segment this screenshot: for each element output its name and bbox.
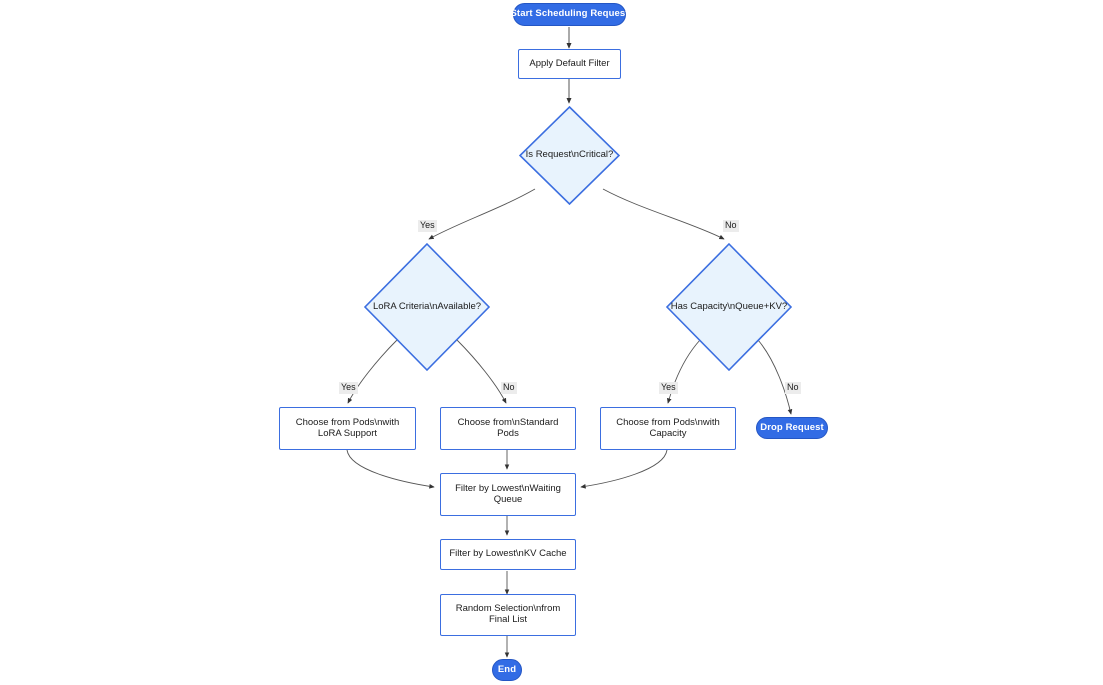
edge-pods-cap-to-filter-queue [580, 449, 668, 489]
node-choose-pods-with-capacity[interactable]: Choose from Pods\nwith Capacity [600, 407, 736, 450]
node-choose-standard-pods-line1: Choose from\nStandard [457, 416, 559, 428]
edge-label-critical-no: No [723, 220, 739, 232]
edge-label-critical-yes-text: Yes [420, 220, 435, 230]
node-drop-request-label: Drop Request [760, 421, 824, 433]
edge-label-capacity-yes: Yes [659, 382, 678, 394]
edge-label-lora-yes-text: Yes [341, 382, 356, 392]
node-filter-by-lowest-waiting-queue-line1: Filter by Lowest\nWaiting [455, 482, 561, 494]
edge-capacity-no-to-drop [757, 339, 793, 415]
node-choose-standard-pods-line2: Pods [497, 427, 519, 439]
edge-pods-lora-to-filter-queue [346, 449, 435, 489]
node-random-selection-line2: Final List [488, 614, 527, 625]
node-choose-standard-pods[interactable]: Choose from\nStandard Pods [440, 407, 576, 450]
node-choose-pods-with-lora-support[interactable]: Choose from Pods\nwith LoRA Support [279, 407, 416, 450]
edge-label-capacity-yes-text: Yes [661, 382, 676, 392]
node-filter-by-lowest-kv-cache-label: Filter by Lowest\nKV Cache [449, 548, 567, 560]
node-apply-default-filter-label: Apply Default Filter [529, 57, 610, 69]
node-choose-pods-with-lora-support-line1: Choose from Pods\nwith [295, 416, 400, 428]
node-random-selection-from-final-list[interactable]: Random Selection\nfrom Final List [440, 594, 576, 636]
node-end-label: End [497, 663, 517, 675]
node-random-selection-line1: Random Selection\nfrom [455, 603, 561, 615]
edge-lora-no-to-pods-std [456, 339, 507, 404]
node-end[interactable]: End [492, 659, 522, 681]
node-filter-by-lowest-waiting-queue-line2: Queue [493, 493, 523, 505]
edge-label-lora-no-text: No [503, 382, 515, 392]
edge-is-critical-yes-to-lora [428, 188, 536, 240]
node-filter-by-lowest-waiting-queue[interactable]: Filter by Lowest\nWaiting Queue [440, 473, 576, 516]
edge-label-capacity-no-text: No [787, 382, 799, 392]
node-choose-pods-with-capacity-line2: Capacity [649, 427, 687, 439]
node-apply-default-filter[interactable]: Apply Default Filter [518, 49, 621, 79]
node-choose-pods-with-lora-support-line2: LoRA Support [317, 427, 378, 439]
node-drop-request[interactable]: Drop Request [756, 417, 828, 439]
node-filter-by-lowest-kv-cache[interactable]: Filter by Lowest\nKV Cache [440, 539, 576, 570]
edge-label-lora-yes: Yes [339, 382, 358, 394]
node-start[interactable]: Start Scheduling Request [510, 3, 629, 26]
edge-label-capacity-no: No [785, 382, 801, 394]
node-choose-pods-with-capacity-line1: Choose from Pods\nwith [616, 416, 720, 428]
edge-label-critical-no-text: No [725, 220, 737, 230]
edge-is-critical-no-to-capacity [602, 188, 725, 240]
edge-label-critical-yes: Yes [418, 220, 437, 232]
node-start-label: Start Scheduling Request [510, 8, 629, 20]
edge-label-lora-no: No [501, 382, 517, 394]
